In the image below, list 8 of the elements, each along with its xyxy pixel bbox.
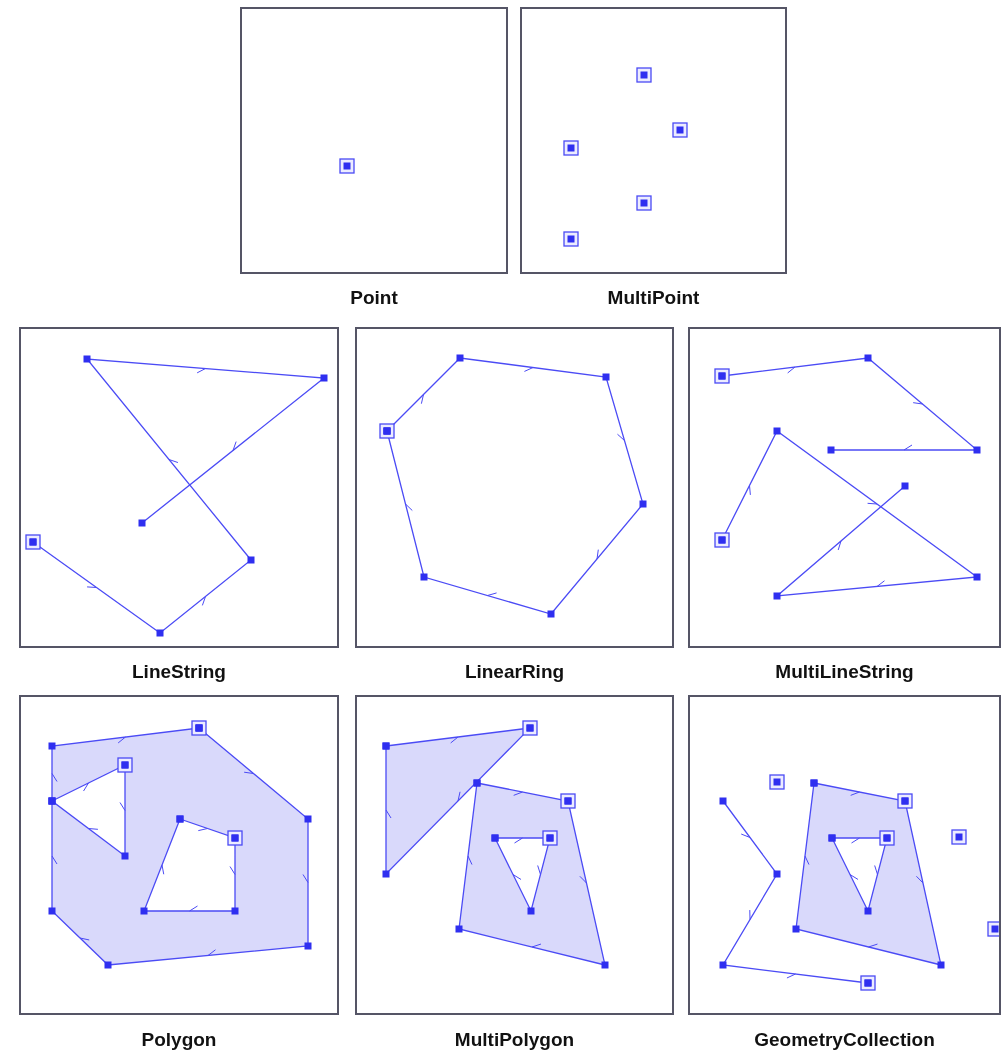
panel-caption: Point (350, 286, 398, 310)
panel-caption: MultiPolygon (454, 1028, 575, 1052)
panel-caption: Polygon (141, 1028, 217, 1052)
panel-caption: LinearRing (464, 660, 565, 684)
panel-caption: MultiPoint (607, 286, 700, 310)
panel-caption: MultiLineString (775, 660, 914, 684)
panel-caption: GeometryCollection (754, 1028, 935, 1052)
panel-caption: LineString (132, 660, 226, 684)
